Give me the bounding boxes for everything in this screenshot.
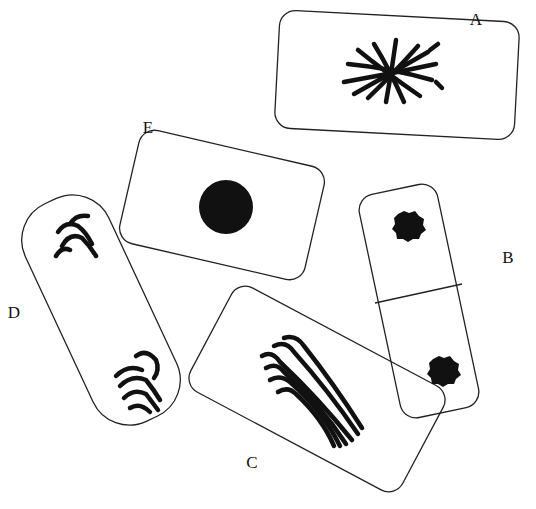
nucleus [199, 180, 253, 234]
stage-letter-text: B [502, 248, 513, 267]
stage-letter-text: E [143, 118, 153, 137]
cell-wall [356, 181, 482, 421]
stage-letter-text: A [470, 10, 482, 29]
nucleus [392, 211, 426, 242]
cell-wall [116, 127, 327, 283]
chromosomes-prometaphase [344, 40, 442, 102]
nucleus [427, 356, 461, 387]
cell-wall [274, 10, 520, 140]
chromosomes-anaphase [262, 337, 362, 446]
stage-letter: B [502, 249, 513, 266]
chromosomes-telophase [56, 216, 160, 412]
stage-letter: C [246, 454, 257, 471]
stage-letter: A [470, 11, 482, 28]
stage-letter: E [143, 119, 153, 136]
cell-wall [183, 281, 450, 498]
stage-letter: D [8, 304, 20, 321]
stage-letter-text: D [8, 303, 20, 322]
cell-plate [375, 284, 462, 303]
cell-walls [9, 10, 520, 498]
cell-wall [9, 182, 194, 438]
stage-letter-text: C [246, 453, 257, 472]
